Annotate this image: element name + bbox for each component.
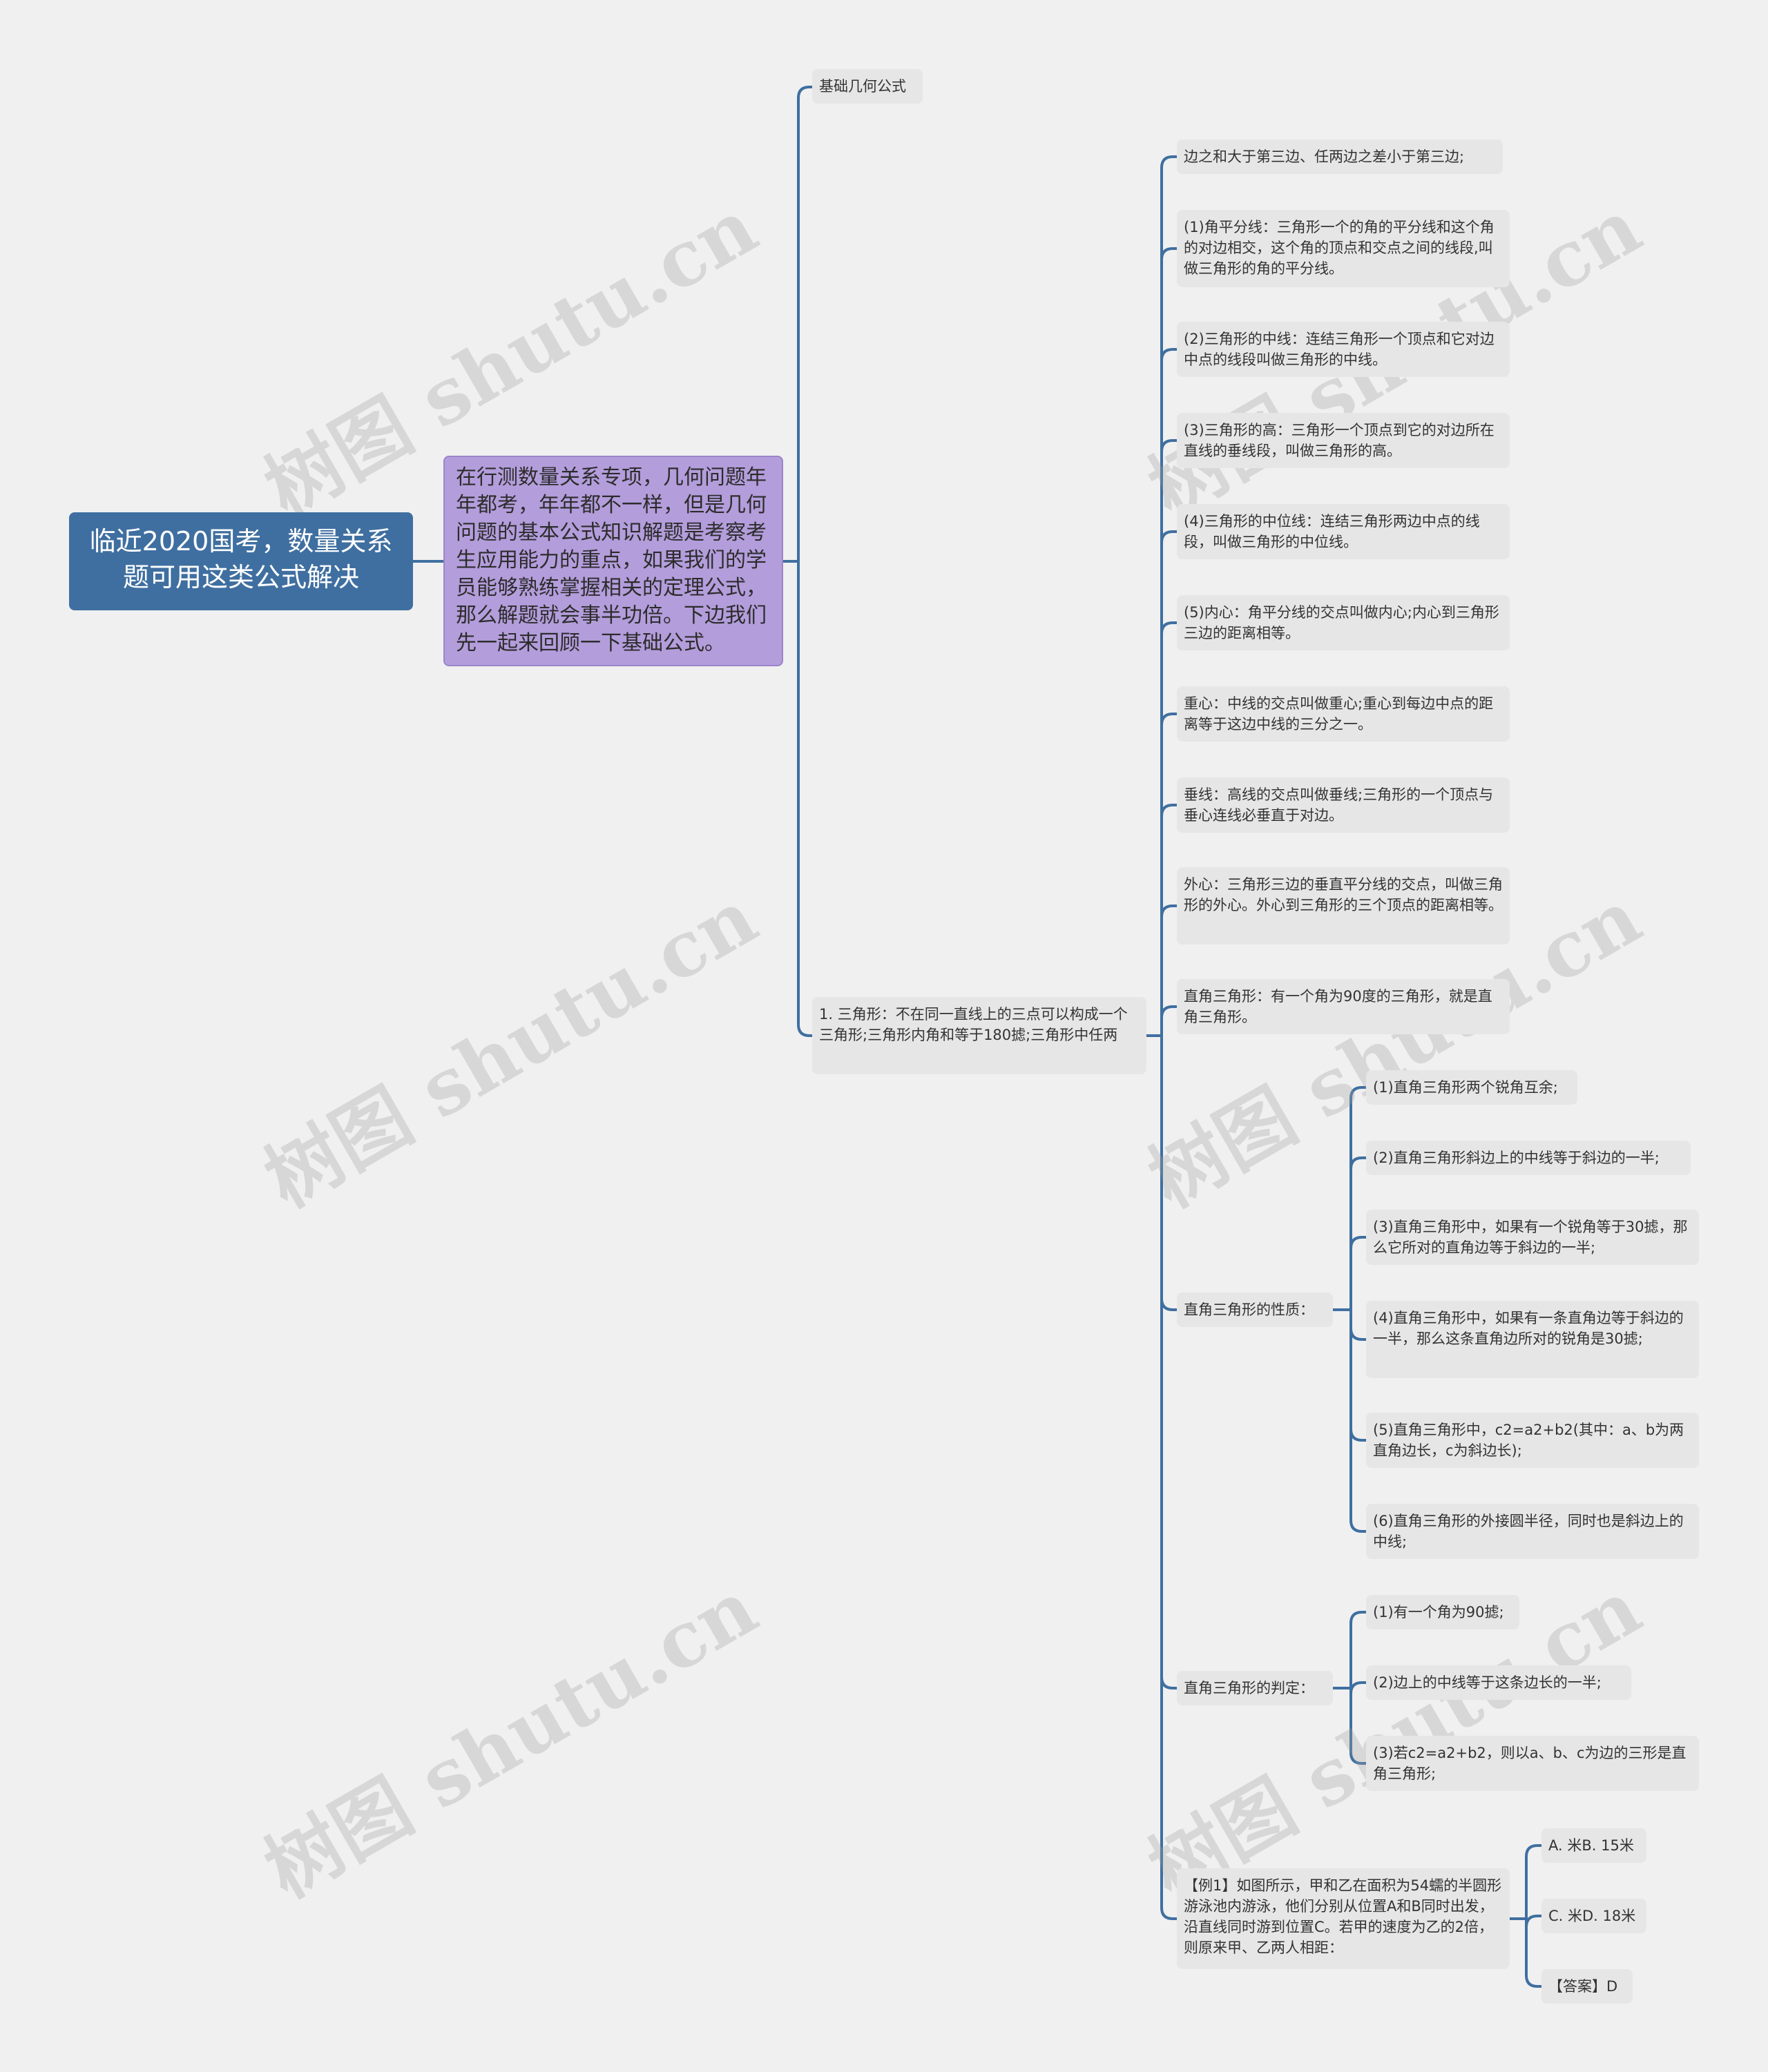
triangle-connector-branch	[1160, 439, 1178, 453]
triangle-item[interactable]: (3)三角形的高：三角形一个顶点到它的对边所在直线的垂线段，叫做三角形的高。	[1177, 413, 1510, 468]
example-connector-branch	[1525, 1915, 1543, 1928]
triangle-item[interactable]: 外心：三角形三边的垂直平分线的交点，叫做三角形的外心。外心到三角形的三个顶点的距…	[1177, 867, 1510, 945]
triangle-connector-branch	[1160, 1005, 1178, 1019]
properties-connector-branch	[1349, 1308, 1367, 1533]
branch-basic-formulas[interactable]: 基础几何公式	[812, 69, 923, 104]
right-property-item[interactable]: (6)直角三角形的外接圆半径，同时也是斜边上的中线;	[1366, 1504, 1699, 1559]
triangle-connector-branch	[1160, 247, 1178, 261]
right-property-item[interactable]: (1)直角三角形两个锐角互余;	[1366, 1070, 1577, 1105]
triangle-connector-branch	[1160, 804, 1178, 817]
example-answer[interactable]: 【答案】D	[1541, 1969, 1633, 2004]
properties-connector-branch	[1349, 1236, 1367, 1250]
right-property-item[interactable]: (2)直角三角形斜边上的中线等于斜边的一半;	[1366, 1141, 1691, 1175]
triangle-item[interactable]: 边之和大于第三边、任两边之差小于第三边;	[1177, 139, 1503, 174]
properties-connector-branch	[1349, 1428, 1367, 1442]
triangle-connector-branch	[1160, 1034, 1178, 1920]
right-judgement-item[interactable]: (2)边上的中线等于这条边长的一半;	[1366, 1665, 1631, 1700]
example-option[interactable]: C. 米D. 18米	[1541, 1899, 1646, 1933]
right-triangle-judgement[interactable]: 直角三角形的判定：	[1177, 1671, 1333, 1705]
example-connector-branch	[1525, 1917, 1543, 1988]
example-question[interactable]: 【例1】如图所示，甲和乙在面积为54蠕的半圆形游泳池内游泳，他们分别从位置A和B…	[1177, 1868, 1510, 1969]
triangle-connector-branch	[1160, 1297, 1178, 1311]
triangle-connector-branch	[1160, 713, 1178, 726]
right-property-item[interactable]: (3)直角三角形中，如果有一个锐角等于30摅，那么它所对的直角边等于斜边的一半;	[1366, 1210, 1699, 1265]
properties-connector-branch	[1349, 1327, 1367, 1341]
triangle-item[interactable]: 重心：中线的交点叫做重心;重心到每边中点的距离等于这边中线的三分之一。	[1177, 686, 1510, 742]
judgement-connector-branch	[1349, 1687, 1367, 1765]
triangle-item[interactable]: (1)角平分线：三角形一个的角的平分线和这个角的对边相交，这个角的顶点和交点之间…	[1177, 210, 1510, 287]
triangle-connector-branch	[1160, 348, 1178, 362]
right-property-item[interactable]: (4)直角三角形中，如果有一条直角边等于斜边的一半，那么这条直角边所对的锐角是3…	[1366, 1301, 1699, 1378]
intro-connector-branch	[797, 86, 814, 563]
triangle-connector-branch	[1160, 1676, 1178, 1689]
triangle-connector-branch	[1160, 530, 1178, 544]
example-option[interactable]: A. 米B. 15米	[1541, 1828, 1646, 1863]
triangle-connector-branch	[1160, 904, 1178, 918]
example-connector-branch	[1525, 1844, 1543, 1920]
triangle-item[interactable]: 直角三角形：有一个角为90度的三角形，就是直角三角形。	[1177, 979, 1510, 1034]
intro-connector-branch	[797, 560, 814, 1037]
right-triangle-properties[interactable]: 直角三角形的性质：	[1177, 1292, 1333, 1327]
triangle-item[interactable]: 垂线：高线的交点叫做垂线;三角形的一个顶点与垂心连线必垂直于对边。	[1177, 777, 1510, 833]
intro-node[interactable]: 在行测数量关系专项，几何问题年年都考，年年都不一样，但是几何问题的基本公式知识解…	[443, 456, 783, 666]
right-judgement-item[interactable]: (3)若c2=a2+b2，则以a、b、c为边的三形是直角三角形;	[1366, 1736, 1699, 1791]
triangle-item[interactable]: (5)内心：角平分线的交点叫做内心;内心到三角形三边的距离相等。	[1177, 595, 1510, 650]
root-node[interactable]: 临近2020国考，数量关系题可用这类公式解决	[69, 512, 413, 610]
branch-triangle[interactable]: 1. 三角形：不在同一直线上的三点可以构成一个三角形;三角形内角和等于180摅;…	[812, 997, 1146, 1074]
judgement-connector-branch	[1349, 1611, 1367, 1689]
right-property-item[interactable]: (5)直角三角形中，c2=a2+b2(其中：a、b为两直角边长，c为斜边长);	[1366, 1413, 1699, 1468]
triangle-item[interactable]: (4)三角形的中位线：连结三角形两边中点的线段，叫做三角形的中位线。	[1177, 504, 1510, 559]
triangle-item[interactable]: (2)三角形的中线：连结三角形一个顶点和它对边中点的线段叫做三角形的中线。	[1177, 322, 1510, 377]
properties-connector-branch	[1349, 1156, 1367, 1170]
triangle-connector-branch	[1160, 155, 1178, 1037]
judgement-connector-branch	[1349, 1681, 1367, 1695]
right-judgement-item[interactable]: (1)有一个角为90摅;	[1366, 1595, 1519, 1629]
triangle-connector-branch	[1160, 621, 1178, 635]
properties-connector-branch	[1349, 1086, 1367, 1311]
